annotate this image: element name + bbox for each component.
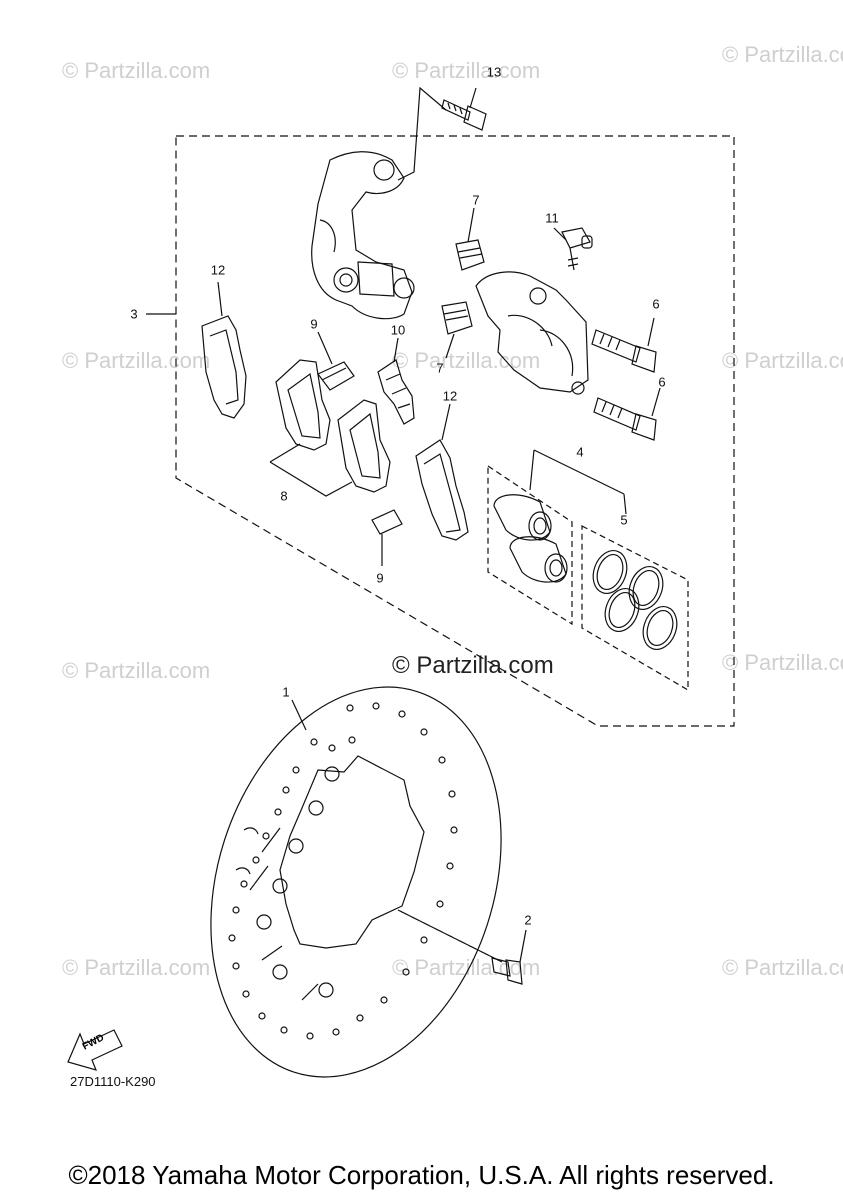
watermark: © Partzilla.com (62, 658, 211, 683)
copyright-notice: ©2018 Yamaha Motor Corporation, U.S.A. A… (68, 1160, 775, 1190)
brake-pad-8-icon (275, 359, 331, 451)
watermark: © Partzilla.com (722, 348, 843, 373)
watermark: © Partzilla.com (722, 650, 843, 675)
bolt-13-icon (441, 99, 487, 131)
piston-4-icon (493, 494, 552, 541)
callout-7: 7 (436, 360, 444, 376)
diagram-code: 27D1110-K290 (70, 1074, 156, 1089)
callout-7: 7 (472, 192, 480, 208)
callout-2: 2 (524, 912, 532, 928)
pad-shim-12-icon (415, 439, 469, 541)
callout-3: 3 (130, 306, 138, 322)
callout-9: 9 (310, 316, 318, 332)
watermark-center: © Partzilla.com (392, 652, 554, 679)
callout-10: 10 (390, 322, 406, 338)
callout-12: 12 (442, 388, 458, 404)
brake-disc-1-icon (210, 686, 502, 1078)
callout-8: 8 (280, 488, 288, 504)
rotor-bolt-2-icon (491, 957, 523, 985)
fwd-arrow-icon (67, 1029, 123, 1071)
callout-6: 6 (652, 296, 660, 312)
pad-spring-10-icon (377, 359, 415, 425)
callout-12: 12 (210, 262, 226, 278)
boot-7-icon (455, 239, 485, 271)
callout-11: 11 (545, 210, 559, 226)
callout-13: 13 (486, 64, 502, 80)
watermark: © Partzilla.com (722, 955, 843, 980)
callout-6: 6 (658, 374, 666, 390)
watermark: © Partzilla.com (392, 955, 541, 980)
callout-1: 1 (282, 684, 290, 700)
watermark: © Partzilla.com (392, 348, 541, 373)
brake-pad-8-icon (337, 399, 391, 493)
caliper-assembly-boundary (175, 135, 735, 727)
watermark: © Partzilla.com (392, 58, 541, 83)
watermark: © Partzilla.com (62, 58, 211, 83)
caliper-body-icon (475, 271, 589, 395)
watermark: © Partzilla.com (62, 348, 211, 373)
boot-7-icon (441, 301, 473, 335)
pad-clip-9-icon (371, 509, 403, 535)
callout-5: 5 (620, 512, 628, 528)
bolt-6-icon (591, 329, 657, 373)
watermark: © Partzilla.com (62, 955, 211, 980)
bolt-6-icon (593, 397, 657, 441)
piston-seal-5-icon (592, 550, 678, 650)
callout-4: 4 (576, 444, 584, 460)
pad-clip-9-icon (317, 361, 355, 391)
caliper-bracket-icon (311, 151, 415, 320)
watermark: © Partzilla.com (722, 42, 843, 67)
pad-shim-12-icon (201, 315, 247, 419)
piston-4-icon (509, 536, 568, 583)
callout-9: 9 (376, 570, 384, 586)
bleeder-valve-11-icon (561, 227, 593, 271)
